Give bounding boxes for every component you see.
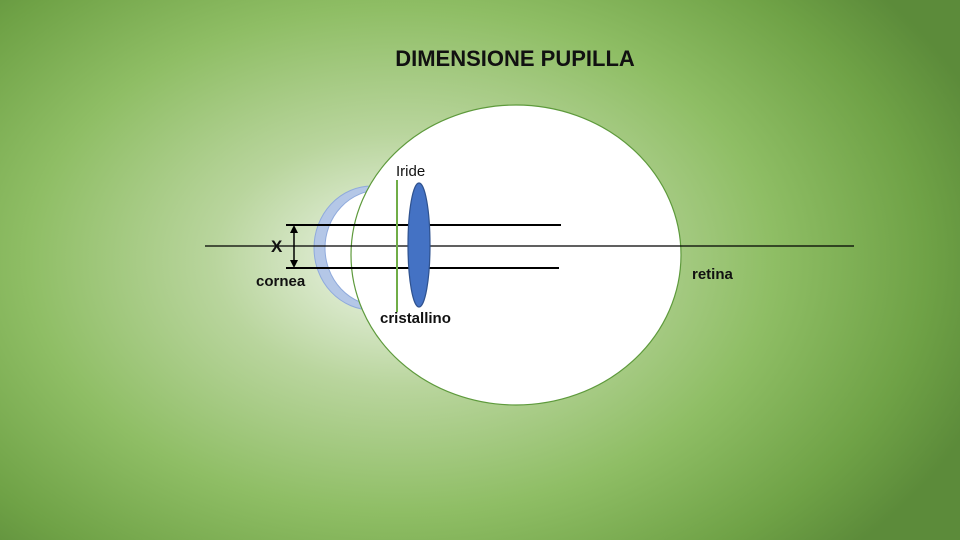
cornea-label: cornea [256,273,306,290]
cristallino-label: cristallino [380,310,451,327]
crystalline-lens [407,182,431,308]
retina-label: retina [692,266,734,283]
x-label: X [271,237,283,256]
iride-label: Iride [396,163,425,180]
eyeball [350,104,682,406]
slide-title: DIMENSIONE PUPILLA [395,46,635,71]
